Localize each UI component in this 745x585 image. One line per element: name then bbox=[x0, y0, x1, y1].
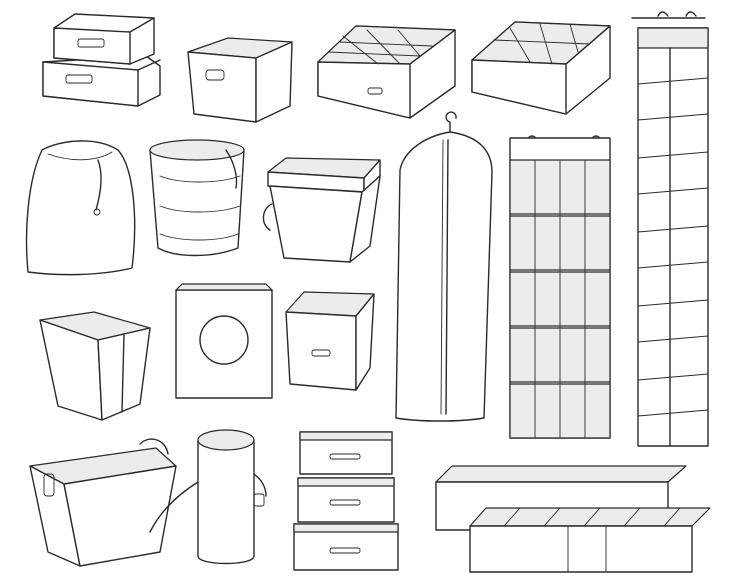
drawstring-laundry-bag bbox=[25, 140, 136, 276]
open-storage-bin bbox=[187, 37, 293, 123]
cylinder-boot-bag bbox=[149, 429, 267, 565]
under-bed-storage-bags bbox=[435, 465, 711, 573]
drawer-organizer-open-grid bbox=[471, 21, 611, 115]
drawer-organizer-12-grid bbox=[317, 25, 456, 119]
window-laundry-bag bbox=[175, 283, 273, 399]
lidded-storage-bin bbox=[262, 157, 381, 263]
pop-up-hamper bbox=[149, 139, 245, 257]
storage-cube bbox=[285, 291, 375, 391]
handled-storage-basket bbox=[29, 438, 177, 567]
stacked-lidded-boxes bbox=[293, 431, 399, 571]
tapered-storage-bin bbox=[39, 311, 151, 421]
garment-bag bbox=[395, 111, 493, 422]
over-door-shoe-organizer bbox=[509, 135, 611, 439]
hanging-shelf-organizer bbox=[631, 11, 709, 447]
stacked-drawer-boxes bbox=[42, 13, 161, 107]
